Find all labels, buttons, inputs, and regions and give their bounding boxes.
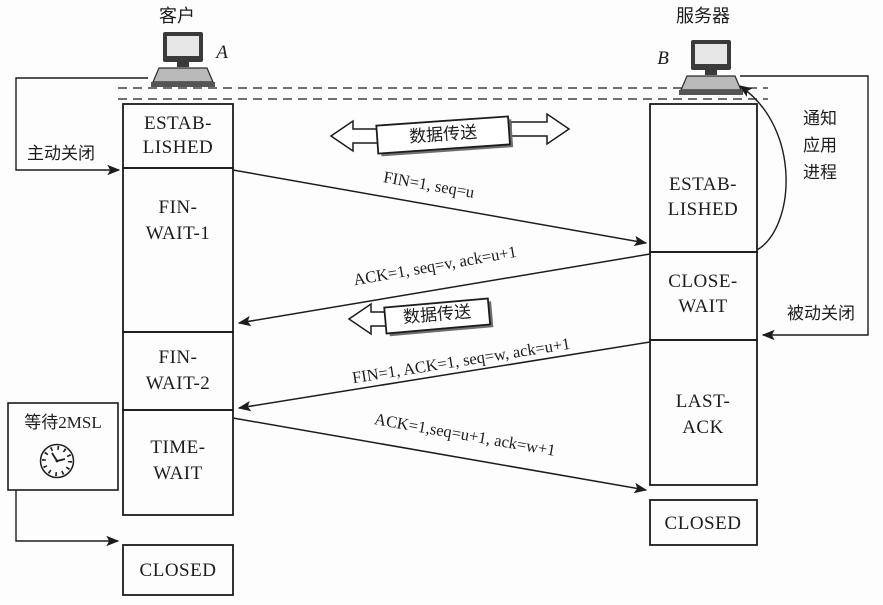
svg-text:FIN-: FIN-	[159, 197, 198, 218]
computer-icon-a	[151, 32, 215, 87]
passive-close-path	[740, 75, 869, 341]
svg-text:ACK: ACK	[682, 417, 724, 438]
connection-dashed-lines	[118, 87, 768, 100]
svg-text:CLOSED: CLOSED	[140, 560, 217, 581]
computer-icon-b	[679, 40, 743, 95]
client-state-column	[122, 103, 234, 596]
data-transfer-top-plaque: 数据传送	[375, 115, 514, 157]
server-title: 服务器	[676, 6, 730, 26]
segment-label-ack1: ACK=1, seq=v, ack=u+1	[352, 242, 518, 289]
server-state-box-closed	[649, 499, 758, 546]
svg-text:LISHED: LISHED	[668, 199, 739, 220]
client-state-box-time-wait	[122, 409, 234, 516]
host-b-label: B	[657, 48, 669, 69]
svg-text:进程: 进程	[803, 163, 837, 182]
notify-app-curve	[738, 85, 787, 251]
client-title: 客户	[159, 6, 195, 26]
active-close-label: 主动关闭	[27, 144, 95, 163]
client-state-box-fin-wait-1	[122, 167, 234, 333]
host-a-label: A	[214, 42, 228, 63]
segment-label-fin: FIN=1, seq=u	[382, 167, 476, 202]
svg-text:LISHED: LISHED	[143, 137, 214, 158]
segment-arrow-ack2	[232, 417, 648, 494]
active-close-path	[15, 77, 148, 176]
svg-text:WAIT-2: WAIT-2	[146, 373, 211, 394]
wait-2msl-label: 等待2MSL	[24, 413, 101, 432]
svg-text:TIME-: TIME-	[150, 437, 205, 458]
server-state-labels: ESTAB- LISHED CLOSE- WAIT LAST- ACK CLOS…	[665, 174, 742, 534]
server-state-column	[649, 103, 758, 546]
wait-2msl-box	[7, 402, 119, 491]
svg-text:ESTAB-: ESTAB-	[669, 174, 737, 195]
svg-text:CLOSE-: CLOSE-	[668, 271, 738, 292]
server-state-box-last-ack	[649, 339, 758, 486]
segment-arrow-fin-ack	[237, 341, 651, 412]
svg-text:WAIT: WAIT	[678, 296, 727, 317]
svg-text:CLOSED: CLOSED	[665, 513, 742, 534]
svg-text:LAST-: LAST-	[676, 391, 731, 412]
data-transfer-top-right-arrow-icon	[510, 112, 571, 146]
segment-arrows	[232, 169, 651, 494]
segment-arrow-ack1	[237, 253, 651, 327]
svg-text:WAIT-1: WAIT-1	[146, 223, 211, 244]
data-transfer-mid-plaque: 数据传送	[383, 297, 494, 337]
svg-text:ESTAB-: ESTAB-	[144, 113, 212, 134]
passive-close-label: 被动关闭	[787, 304, 855, 323]
svg-text:通知: 通知	[803, 109, 837, 128]
svg-text:WAIT: WAIT	[153, 463, 202, 484]
data-transfer-mid-left-arrow-icon	[347, 302, 387, 336]
client-state-box-closed	[122, 544, 234, 596]
svg-text:应用: 应用	[803, 136, 837, 155]
segment-label-ack2: ACK=1,seq=u+1, ack=w+1	[373, 409, 557, 460]
client-state-labels: ESTAB- LISHED FIN- WAIT-1 FIN- WAIT-2 TI…	[140, 113, 217, 581]
data-transfer-top-label: 数据传送	[409, 123, 478, 147]
svg-text:FIN-: FIN-	[159, 347, 198, 368]
client-state-box-fin-wait-2	[122, 331, 234, 411]
clock-icon	[39, 443, 75, 479]
notify-app-label: 通知 应用 进程	[803, 109, 837, 182]
data-transfer-top-left-arrow-icon	[329, 119, 382, 153]
wait-2msl-to-closed-path	[15, 490, 120, 547]
segment-arrow-fin	[232, 169, 648, 247]
